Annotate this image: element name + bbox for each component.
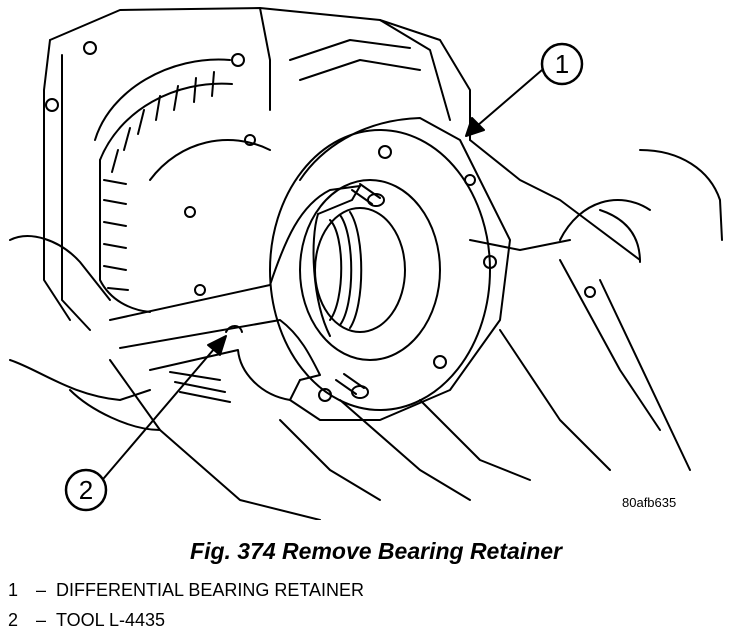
ring-gear xyxy=(94,58,271,403)
transaxle-housing xyxy=(43,7,691,520)
figure-caption: Fig. 374 Remove Bearing Retainer xyxy=(190,538,562,564)
legend-number: 1 xyxy=(8,580,19,600)
callout-2-leader xyxy=(103,335,227,479)
legend-number: 2 xyxy=(8,610,19,630)
bearing-retainer-illustration: 1 2 80afb635 xyxy=(9,7,723,520)
legend-item-1: 1–DIFFERENTIAL BEARING RETAINER xyxy=(8,580,364,601)
image-code: 80afb635 xyxy=(622,495,676,510)
callout-1: 1 xyxy=(540,42,584,86)
callout-2: 2 xyxy=(64,468,108,512)
tool-l-4435 xyxy=(109,185,361,401)
callout-2-number: 2 xyxy=(79,475,93,505)
legend-text: TOOL L-4435 xyxy=(56,610,166,630)
bearing-retainer xyxy=(269,117,511,421)
callout-1-leader xyxy=(465,69,543,137)
legend-separator: – xyxy=(35,580,46,600)
hands xyxy=(9,149,723,431)
legend-text: DIFFERENTIAL BEARING RETAINER xyxy=(56,580,365,600)
legend-item-2: 2–TOOL L-4435 xyxy=(8,610,165,631)
legend-separator: – xyxy=(35,610,46,630)
callout-1-number: 1 xyxy=(555,49,569,79)
